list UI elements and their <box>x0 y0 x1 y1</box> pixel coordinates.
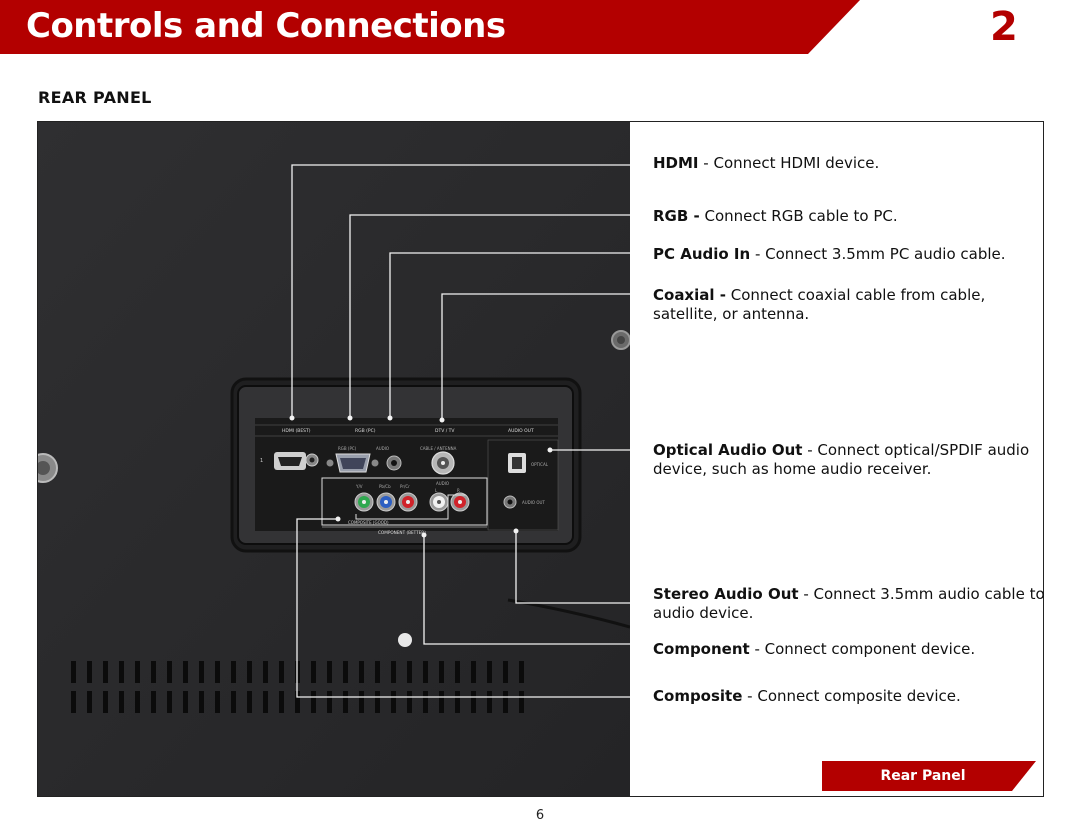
desc-rgb: RGB - Connect RGB cable to PC. <box>653 207 898 225</box>
label-audio-out: AUDIO OUT <box>522 500 545 505</box>
desc-stereo-audio-out: Stereo Audio Out - Connect 3.5mm audio c… <box>653 585 1045 622</box>
label-audio-out-top: AUDIO OUT <box>508 428 534 434</box>
desc-optical-audio-out: Optical Audio Out - Connect optical/SPDI… <box>653 441 1030 478</box>
rear-panel-caption-text: Rear Panel <box>880 768 966 784</box>
mount-hole-icon <box>398 633 412 647</box>
label-pr-cr: Pr/Cr <box>400 484 410 489</box>
label-composite-good: COMPOSITE (GOOD) <box>348 520 389 525</box>
rca-red-jack-icon <box>450 492 470 512</box>
mount-hole-icon <box>38 453 58 483</box>
rca-blue-jack-icon <box>376 492 396 512</box>
label-right: R <box>457 488 460 493</box>
label-hdmi-best: HDMI (BEST) <box>282 428 311 434</box>
desc-pc-audio-in: PC Audio In - Connect 3.5mm PC audio cab… <box>653 245 1006 263</box>
coaxial-port-icon <box>431 451 455 475</box>
label-left: L <box>435 488 438 493</box>
page-number: 6 <box>535 808 545 823</box>
optical-port-icon <box>508 453 526 473</box>
pc-audio-jack-icon <box>386 455 402 471</box>
callout-lines <box>291 164 630 698</box>
desc-hdmi: HDMI - Connect HDMI device. <box>653 154 880 172</box>
label-pb-cb: Pb/Cb <box>379 484 391 489</box>
vent-grille <box>71 661 524 713</box>
label-dtv-tv: DTV / TV <box>435 428 455 434</box>
label-optical: OPTICAL <box>531 462 549 467</box>
label-component-better: COMPONENT (BETTER) <box>378 530 426 535</box>
page-title: Controls and Connections <box>26 6 506 46</box>
desc-composite: Composite - Connect composite device. <box>653 687 961 705</box>
rear-panel-illustration: HDMI (BEST) RGB (PC) DTV / TV AUDIO OUT … <box>38 122 630 796</box>
hdmi-port-icon <box>274 452 306 470</box>
chapter-number: 2 <box>990 4 1018 50</box>
stereo-audio-jack-icon <box>503 495 517 509</box>
screw-icon <box>611 330 630 350</box>
section-heading: REAR PANEL <box>38 88 152 107</box>
label-y-v: Y/V <box>355 484 363 489</box>
label-rgb-pc-top: RGB (PC) <box>355 428 376 434</box>
label-audio-component: AUDIO <box>436 481 449 486</box>
port-plate <box>255 418 558 531</box>
rca-red-jack-icon <box>398 492 418 512</box>
label-cable-antenna: CABLE / ANTENNA <box>420 446 457 451</box>
vga-port-icon <box>326 453 379 473</box>
desc-coaxial: Coaxial - Connect coaxial cable from cab… <box>653 286 986 323</box>
header-banner <box>0 0 860 54</box>
label-port-number: 1 <box>260 458 263 464</box>
rear-panel-caption: Rear Panel <box>822 761 1036 791</box>
rca-green-jack-icon <box>354 492 374 512</box>
label-audio: AUDIO <box>376 446 389 451</box>
desc-component: Component - Connect component device. <box>653 640 976 658</box>
label-rgb-pc: RGB (PC) <box>338 446 357 451</box>
rca-white-jack-icon <box>429 492 449 512</box>
